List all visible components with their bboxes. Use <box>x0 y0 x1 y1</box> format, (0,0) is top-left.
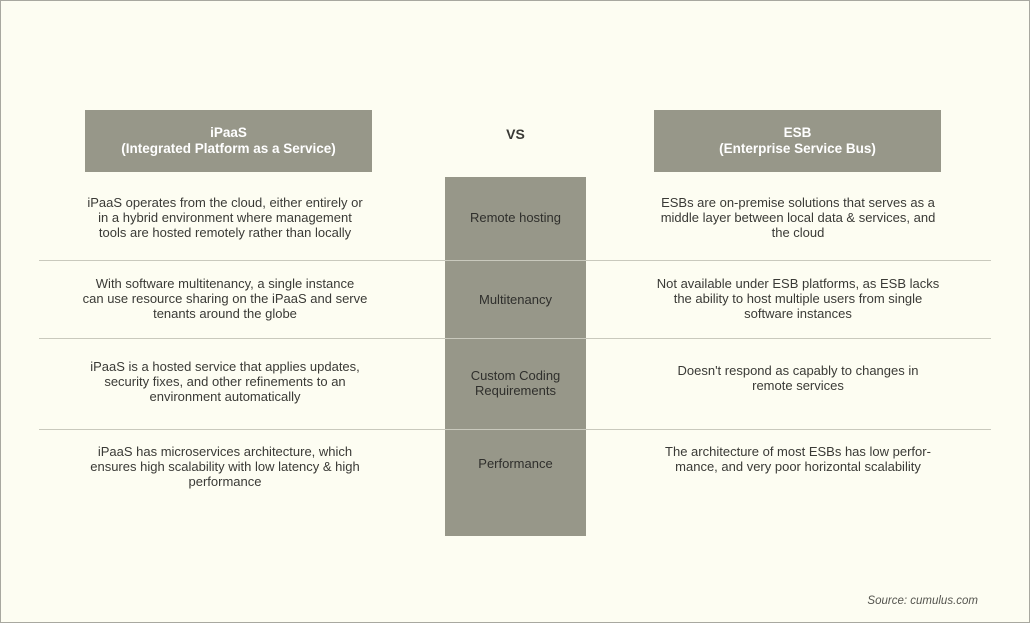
text-line: environment automatically <box>149 389 301 404</box>
ipaas-remote-hosting-text: iPaaS operates from the cloud, either en… <box>70 195 380 240</box>
esb-performance-text: The architecture of most ESBs has low pe… <box>640 444 956 474</box>
text-line: iPaaS operates from the cloud, either en… <box>87 195 363 210</box>
text-line: With software multitenancy, a single ins… <box>95 276 355 291</box>
text-line: in a hybrid environment where management <box>98 210 352 225</box>
row-divider <box>39 260 991 261</box>
text-line: tools are hosted remotely rather than lo… <box>98 225 352 240</box>
esb-header: ESB (Enterprise Service Bus) <box>654 110 941 172</box>
criterion-performance: Performance <box>445 456 586 471</box>
ipaas-subtitle: (Integrated Platform as a Service) <box>121 141 336 156</box>
text-line: Custom Coding <box>470 368 561 383</box>
text-line: performance <box>188 474 262 489</box>
source-credit: Source: cumulus.com <box>867 595 978 607</box>
ipaas-multitenancy-text: With software multitenancy, a single ins… <box>70 276 380 321</box>
esb-subtitle: (Enterprise Service Bus) <box>719 141 876 156</box>
text-line: the cloud <box>771 225 825 240</box>
ipaas-custom-coding-text: iPaaS is a hosted service that applies u… <box>70 359 380 404</box>
text-line: The architecture of most ESBs has low pe… <box>665 444 931 459</box>
text-line: Requirements <box>475 383 556 398</box>
text-line: Not available under ESB platforms, as ES… <box>656 276 940 291</box>
criterion-remote-hosting: Remote hosting <box>445 210 586 225</box>
criterion-custom-coding: Custom Coding Requirements <box>445 368 586 398</box>
esb-custom-coding-text: Doesn't respond as capably to changes in… <box>640 363 956 393</box>
text-line: ESBs are on-premise solutions that serve… <box>661 195 935 210</box>
text-line: security fixes, and other refinements to… <box>104 374 346 389</box>
text-line: Remote hosting <box>469 210 562 225</box>
text-line: iPaaS has microservices architecture, wh… <box>97 444 353 459</box>
text-line: Multitenancy <box>479 292 552 307</box>
text-line: middle layer between local data & servic… <box>660 210 936 225</box>
text-line: iPaaS is a hosted service that applies u… <box>90 359 360 374</box>
text-line: tenants around the globe <box>153 306 297 321</box>
esb-multitenancy-text: Not available under ESB platforms, as ES… <box>640 276 956 321</box>
criterion-multitenancy: Multitenancy <box>445 292 586 307</box>
esb-remote-hosting-text: ESBs are on-premise solutions that serve… <box>640 195 956 240</box>
row-divider <box>39 338 991 339</box>
text-line: Doesn't respond as capably to changes in <box>677 363 919 378</box>
text-line: software instances <box>744 306 852 321</box>
text-line: ensures high scalability with low latenc… <box>90 459 360 474</box>
text-line: mance, and very poor horizontal scalabil… <box>675 459 921 474</box>
text-line: Performance <box>478 456 553 471</box>
row-divider <box>39 429 991 430</box>
ipaas-title: iPaaS <box>210 125 247 140</box>
esb-title: ESB <box>783 125 812 140</box>
text-line: remote services <box>752 378 844 393</box>
text-line: the ability to host multiple users from … <box>673 291 923 306</box>
criteria-column <box>445 177 586 536</box>
ipaas-performance-text: iPaaS has microservices architecture, wh… <box>70 444 380 489</box>
vs-label: VS <box>506 126 525 142</box>
ipaas-header: iPaaS (Integrated Platform as a Service) <box>85 110 372 172</box>
text-line: can use resource sharing on the iPaaS an… <box>82 291 368 306</box>
